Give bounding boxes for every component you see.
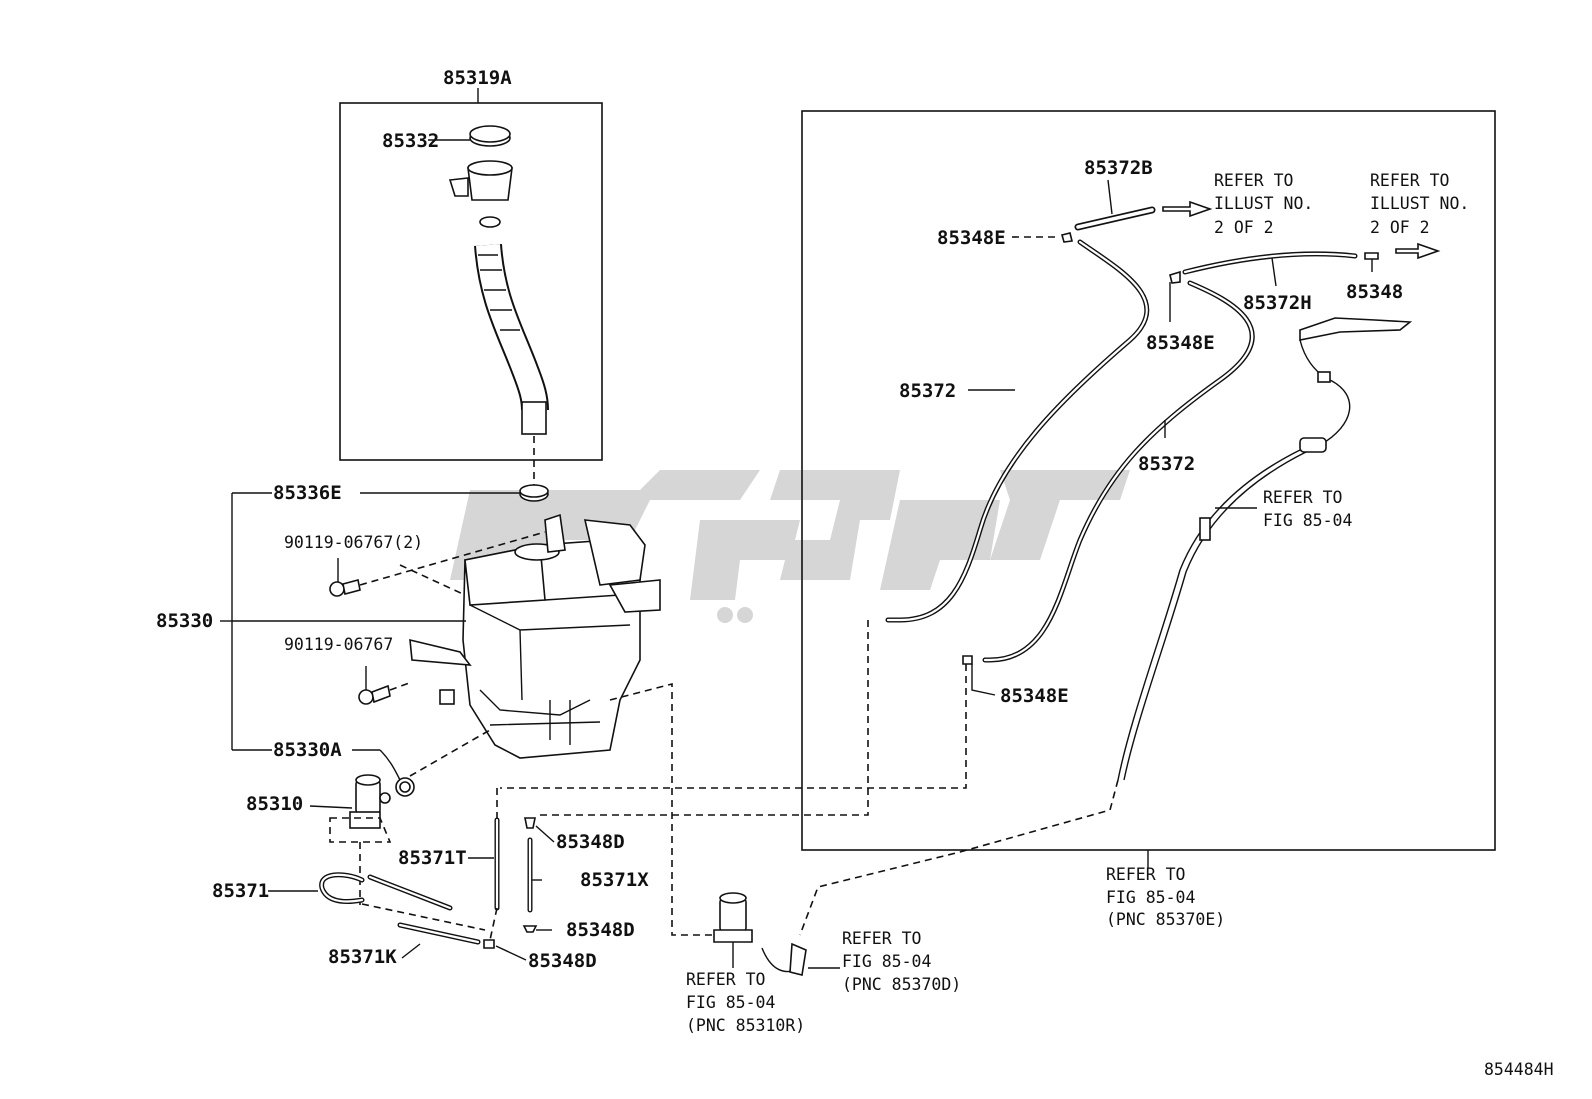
svg-text:FIG 85-04: FIG 85-04	[686, 993, 775, 1012]
note-illust-a: REFER TO ILLUST NO. 2 OF 2	[1214, 171, 1313, 237]
label-85372-right: 85372	[1138, 453, 1195, 475]
label-85330A: 85330A	[273, 739, 342, 761]
svg-text:2 OF 2: 2 OF 2	[1214, 218, 1274, 237]
label-85371: 85371	[212, 880, 269, 902]
svg-text:REFER TO: REFER TO	[1106, 865, 1185, 884]
joint-85348D-mid	[522, 925, 538, 933]
hose-85372-left-part	[885, 239, 1150, 623]
label-85348E-low: 85348E	[1000, 685, 1069, 707]
label-85372H: 85372H	[1243, 292, 1312, 314]
filler-tube-part	[474, 243, 549, 435]
label-85348: 85348	[1346, 281, 1403, 303]
svg-text:(PNC 85370D): (PNC 85370D)	[842, 975, 961, 994]
washer-pump-part	[349, 774, 391, 829]
label-85336E: 85336E	[273, 482, 342, 504]
label-85348E-mid: 85348E	[1146, 332, 1215, 354]
hose-85371-part	[319, 872, 453, 911]
note-fig-motor: REFER TO FIG 85-04 (PNC 85310R)	[686, 970, 805, 1035]
hose-lower-dash	[361, 903, 486, 931]
joint-85348	[1364, 252, 1379, 260]
joint-85348E-low	[962, 655, 973, 665]
label-85372B: 85372B	[1084, 157, 1153, 179]
note-fig-nozzle: REFER TO FIG 85-04 (PNC 85370D)	[842, 929, 961, 994]
svg-text:REFER TO: REFER TO	[1263, 488, 1342, 507]
drain-plug-part	[395, 777, 415, 797]
svg-text:REFER TO: REFER TO	[1214, 171, 1293, 190]
label-90119-06767: 90119-06767	[284, 635, 393, 654]
label-85348D-upper: 85348D	[556, 831, 625, 853]
route-dash-tank	[609, 682, 730, 936]
svg-text:REFER TO: REFER TO	[842, 929, 921, 948]
hose-85372B-part	[1074, 206, 1156, 231]
tank-plug-dash	[409, 729, 491, 777]
note-fig-right: REFER TO FIG 85-04	[1263, 488, 1352, 530]
route-dash-nozzle	[799, 779, 1119, 936]
label-85372-left: 85372	[899, 380, 956, 402]
label-90119-06767-2: 90119-06767(2)	[284, 533, 423, 552]
washer-tank-part	[409, 513, 661, 759]
bolt-upper-dash	[359, 531, 546, 586]
inset-frame-85319A	[339, 102, 603, 461]
hose-85372H-part	[1182, 251, 1358, 275]
grommet-part	[519, 484, 549, 502]
label-85348D-lower: 85348D	[528, 950, 597, 972]
filler-neck-part	[448, 160, 513, 228]
svg-text:2 OF 2: 2 OF 2	[1370, 218, 1430, 237]
svg-text:REFER TO: REFER TO	[686, 970, 765, 989]
tube-85371T-lower-dash	[489, 907, 498, 941]
joint-85348D-lower	[483, 939, 495, 949]
svg-text:FIG 85-04: FIG 85-04	[1106, 888, 1195, 907]
svg-text:FIG 85-04: FIG 85-04	[1263, 511, 1352, 530]
label-85348E-top: 85348E	[937, 227, 1006, 249]
leader-lines	[220, 179, 1373, 961]
rear-nozzle-part	[1117, 317, 1413, 781]
arrow-illust-b	[1395, 242, 1441, 260]
bolt-lower-dash	[389, 681, 413, 691]
diagram-id: 854484H	[1484, 1060, 1554, 1079]
front-nozzle-connector-part	[761, 942, 840, 976]
label-85319A: 85319A	[443, 67, 512, 89]
label-85332: 85332	[382, 130, 439, 152]
pump-mount-dash	[329, 817, 392, 843]
front-washer-motor-part	[713, 892, 753, 968]
filler-cap-part	[428, 125, 511, 147]
note-fig-bottom-right: REFER TO FIG 85-04 (PNC 85370E)	[1106, 865, 1225, 929]
svg-text:REFER TO: REFER TO	[1370, 171, 1449, 190]
svg-text:ILLUST NO.: ILLUST NO.	[1214, 194, 1313, 213]
hose-85372-right-part	[982, 280, 1255, 663]
label-85371X: 85371X	[580, 869, 649, 891]
route-dash-mid	[500, 664, 967, 789]
hose-85371K-part	[397, 922, 481, 945]
label-85371T: 85371T	[398, 847, 467, 869]
label-85330: 85330	[156, 610, 213, 632]
label-85348D-mid: 85348D	[566, 919, 635, 941]
bolt-upper-part	[329, 579, 361, 597]
joint-85348E-top	[1061, 232, 1073, 243]
joint-85348E-mid	[1169, 270, 1181, 284]
note-illust-b: REFER TO ILLUST NO. 2 OF 2	[1370, 171, 1469, 237]
svg-text:(PNC 85310R): (PNC 85310R)	[686, 1016, 805, 1035]
svg-text:ILLUST NO.: ILLUST NO.	[1370, 194, 1469, 213]
svg-text:FIG 85-04: FIG 85-04	[842, 952, 931, 971]
joint-85348D-upper	[524, 817, 536, 829]
label-85310: 85310	[246, 793, 303, 815]
svg-text:(PNC 85370E): (PNC 85370E)	[1106, 910, 1225, 929]
bolt-lower-part	[358, 684, 391, 705]
route-dash-upper	[535, 620, 869, 816]
label-85371K: 85371K	[328, 946, 397, 968]
arrow-illust-a	[1162, 200, 1213, 218]
